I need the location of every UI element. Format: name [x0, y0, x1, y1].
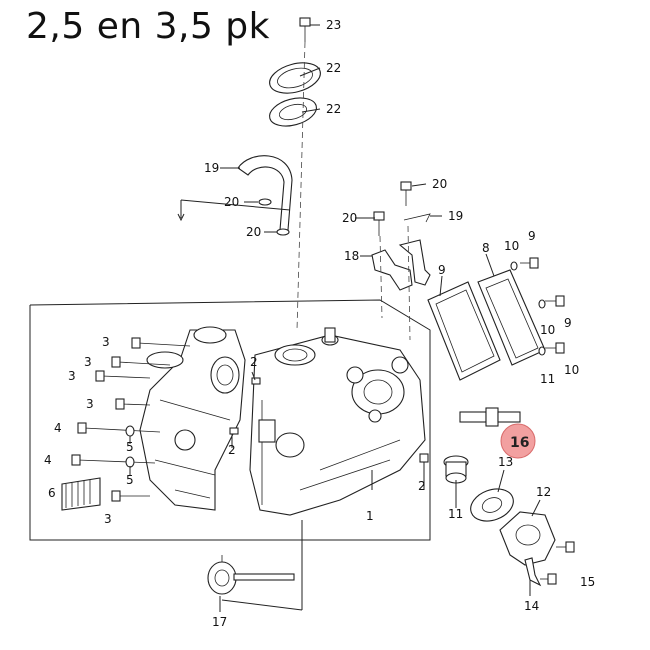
- part-10-washers[interactable]: [510, 261, 546, 356]
- callout-13: 13: [498, 455, 513, 469]
- highlight-circle-16[interactable]: [500, 423, 536, 459]
- callout-19: 19: [448, 209, 463, 223]
- callout-4a: 4: [54, 421, 62, 435]
- callout-12: 12: [536, 485, 551, 499]
- callout-11: 11: [448, 507, 463, 521]
- part-6-reed-plate[interactable]: [61, 477, 101, 511]
- callout-3e: 3: [104, 512, 112, 526]
- part-17-pump[interactable]: [207, 555, 295, 595]
- callout-3c: 3: [68, 369, 76, 383]
- callout-6: 6: [48, 486, 56, 500]
- part-3-bolts[interactable]: [95, 337, 191, 502]
- part-11-thermostat[interactable]: [443, 455, 469, 484]
- part-4-bolts[interactable]: [71, 422, 161, 466]
- callout-17: 17: [212, 615, 227, 629]
- group-boundary: [29, 299, 431, 541]
- callout-2c: 2: [418, 479, 426, 493]
- callout-3d: 3: [86, 397, 94, 411]
- callout-7: 8: [482, 241, 490, 255]
- callout-5a: 5: [126, 440, 134, 454]
- callout-9a: 9: [528, 229, 536, 243]
- callout-15: 15: [580, 575, 595, 589]
- part-9-bolts[interactable]: [520, 257, 565, 354]
- part-1-cylinder-block[interactable]: [249, 327, 426, 516]
- part-18-bracket[interactable]: [371, 239, 431, 291]
- part-crankcase-housing[interactable]: [139, 326, 246, 511]
- part-15-bolts[interactable]: [540, 541, 575, 585]
- part-12-thermostat-cover[interactable]: [499, 511, 556, 566]
- part-8-gasket[interactable]: [427, 281, 501, 381]
- callout-4b: 4: [44, 453, 52, 467]
- callout-2a: 2: [250, 355, 258, 369]
- part-25-bolt[interactable]: [299, 17, 311, 42]
- part-13-gasket[interactable]: [466, 483, 518, 526]
- part-23-cover[interactable]: [266, 58, 323, 99]
- diagram-title: 2,5 en 3,5 pk: [26, 6, 270, 47]
- callout-1: 1: [366, 509, 374, 523]
- part-16-spark-plug[interactable]: [459, 407, 521, 427]
- callout-16: 16: [510, 435, 529, 451]
- callout-23: 22: [326, 61, 341, 75]
- callout-22b: 20: [246, 225, 261, 239]
- callout-14: 14: [524, 599, 539, 613]
- callout-10a: 10: [504, 239, 519, 253]
- leader-lines: [129, 24, 541, 612]
- callout-8: 9: [438, 263, 446, 277]
- part-21-hose[interactable]: [237, 155, 293, 231]
- part-14-bracket[interactable]: [524, 557, 542, 587]
- callout-10c: 11: [540, 372, 555, 386]
- callout-10b: 10: [540, 323, 555, 337]
- callout-3a: 3: [102, 335, 110, 349]
- callout-5b: 5: [126, 473, 134, 487]
- part-22-clip-upper[interactable]: [258, 198, 272, 206]
- callout-21: 19: [204, 161, 219, 175]
- part-22-clip-lower[interactable]: [276, 228, 290, 236]
- callout-9c: 10: [564, 363, 579, 377]
- callout-18: 18: [344, 249, 359, 263]
- callout-20a: 20: [432, 177, 447, 191]
- part-24-gasket[interactable]: [266, 93, 319, 131]
- callout-3b: 3: [84, 355, 92, 369]
- part-19-clip[interactable]: [403, 213, 431, 223]
- callout-9b: 9: [564, 316, 572, 330]
- callout-25: 23: [326, 18, 341, 32]
- callout-22a: 20: [224, 195, 239, 209]
- callout-2b: 2: [228, 443, 236, 457]
- callout-20b: 20: [342, 211, 357, 225]
- part-20-bolts[interactable]: [373, 181, 412, 236]
- callout-labels: 23 22 22 19 20 20 20 20 19 18 8 9 10 9 1…: [44, 18, 595, 629]
- callout-24: 22: [326, 102, 341, 116]
